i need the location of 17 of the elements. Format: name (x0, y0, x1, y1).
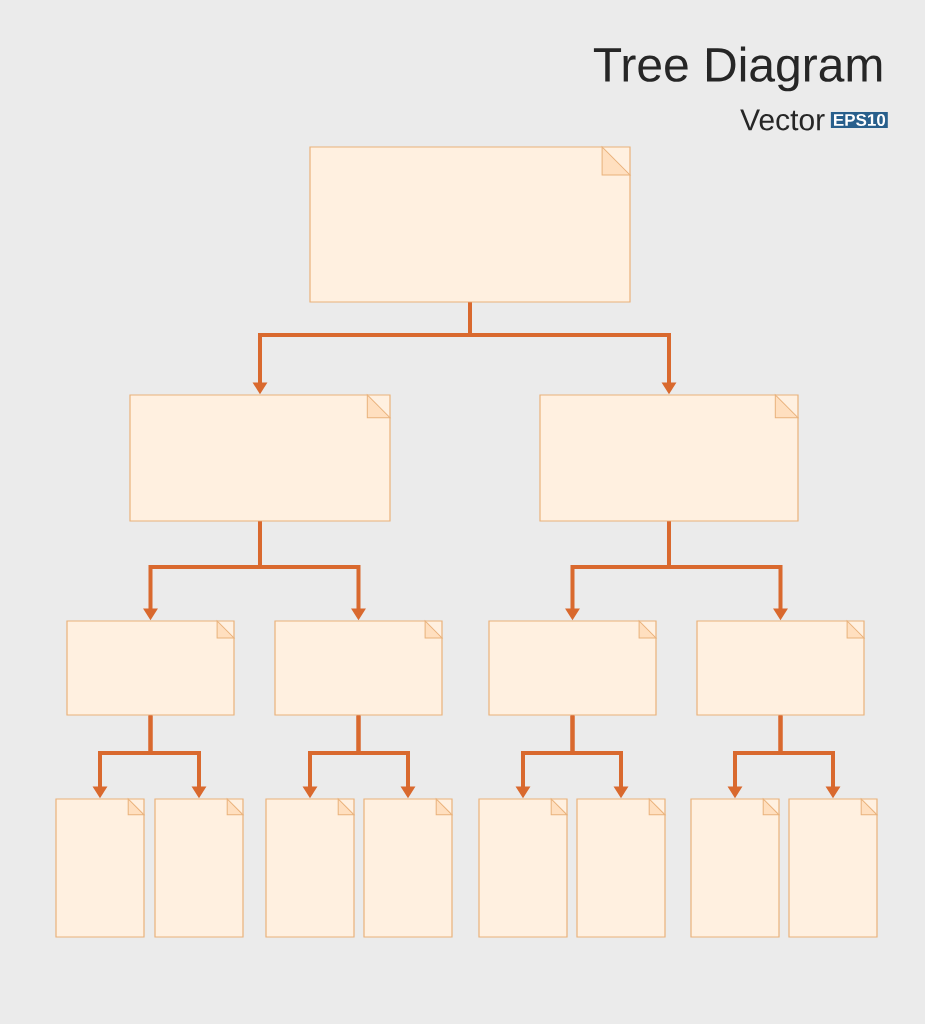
document-box (274, 620, 443, 716)
document-box (129, 394, 391, 522)
document-box (788, 798, 878, 938)
document-box (154, 798, 244, 938)
subtitle: Vector (740, 109, 825, 131)
document-box (690, 798, 780, 938)
document-box (696, 620, 865, 716)
document-box (309, 146, 631, 303)
document-box (539, 394, 799, 522)
title: Tree Diagram (593, 46, 882, 92)
document-box (488, 620, 657, 716)
document-box (66, 620, 235, 716)
document-box (576, 798, 666, 938)
document-box (363, 798, 453, 938)
document-box (55, 798, 145, 938)
document-box (265, 798, 355, 938)
document-box (478, 798, 568, 938)
